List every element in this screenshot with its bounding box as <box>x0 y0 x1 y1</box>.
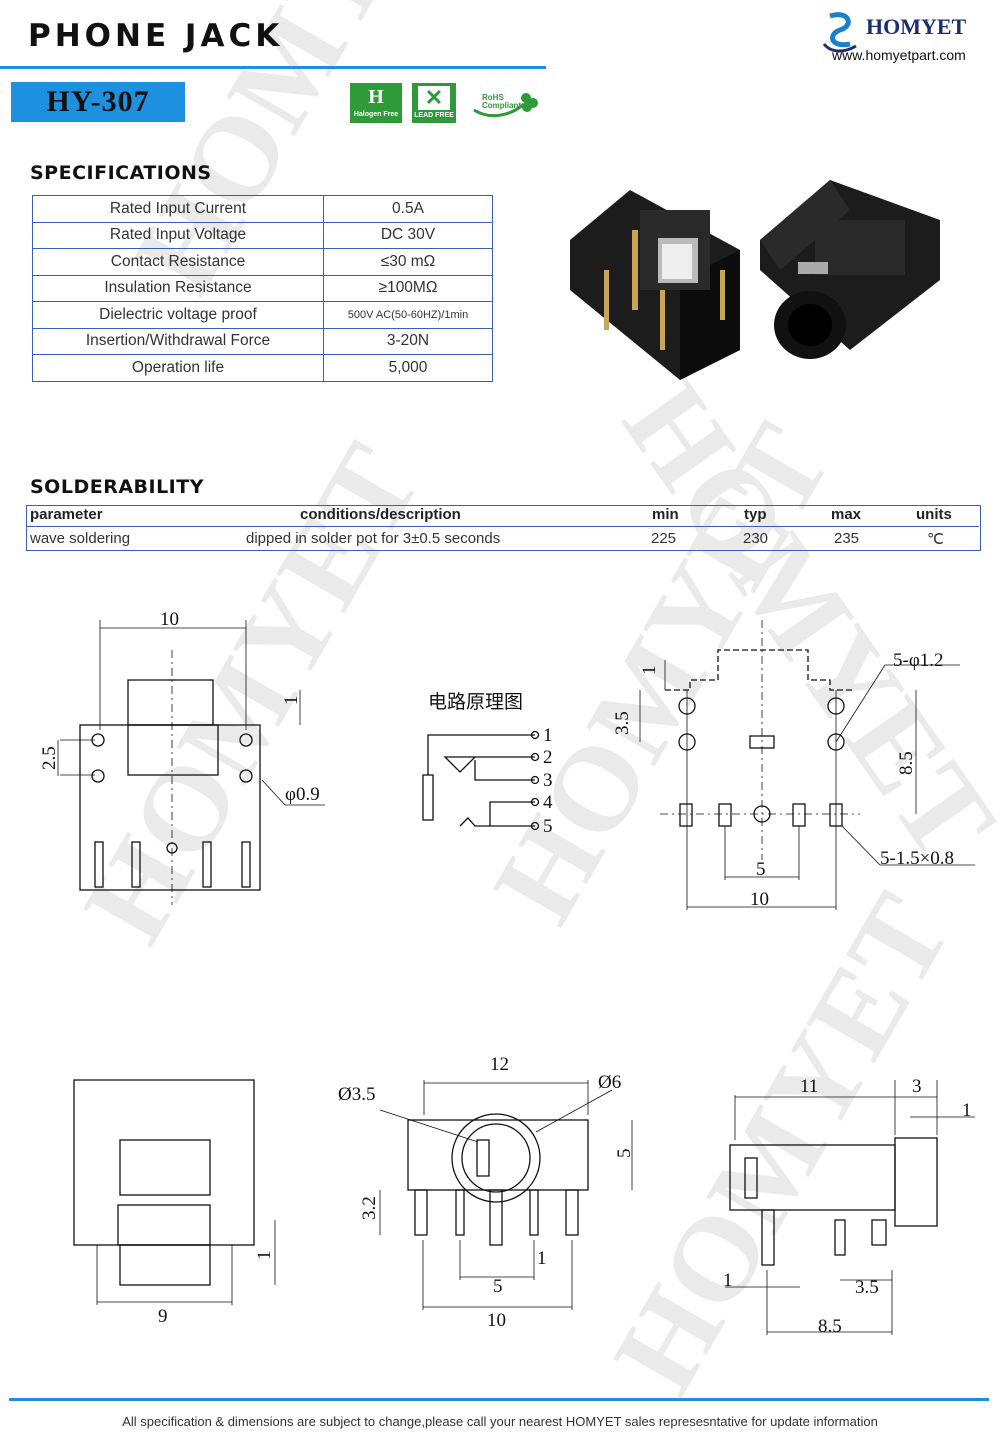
col-header: parameter <box>30 506 103 523</box>
col-header: min <box>652 506 679 523</box>
rohs-icon: RoHS Compliant <box>470 86 540 122</box>
product-photo <box>570 180 940 380</box>
solderability-heading: SOLDERABILITY <box>30 476 204 498</box>
dim-label: 1 <box>723 1270 733 1291</box>
dim-label: 1 <box>537 1248 547 1269</box>
dim-label: 5-φ1.2 <box>893 650 944 671</box>
spec-name: Rated Input Voltage <box>32 221 324 249</box>
pin-label: 2 <box>543 747 553 768</box>
dim-label: 3.2 <box>359 1196 380 1220</box>
dim-label: 3.5 <box>855 1277 879 1298</box>
table-row: Insulation Resistance≥100MΩ <box>32 274 493 302</box>
pin-label: 1 <box>543 725 553 746</box>
rohs-label: RoHS Compliant <box>482 93 522 110</box>
table-row: Contact Resistance≤30 mΩ <box>32 248 493 276</box>
page-title: PHONE JACK <box>28 18 284 54</box>
pin-label: 4 <box>543 792 553 813</box>
spec-name: Operation life <box>32 354 324 382</box>
dim-label: φ0.9 <box>285 784 320 805</box>
dim-label: 9 <box>158 1306 168 1327</box>
circuit-title: 电路原理图 <box>428 691 523 713</box>
pin-label: 3 <box>543 770 553 791</box>
dim-label: 1 <box>254 1251 275 1261</box>
footer-note: All specification & dimensions are subje… <box>122 1414 878 1429</box>
halogen-free-label: Halogen Free <box>353 111 399 118</box>
halogen-free-icon: H Halogen Free <box>350 83 402 123</box>
spec-name: Contact Resistance <box>32 248 324 276</box>
dim-label: 12 <box>490 1054 509 1075</box>
dim-label: 11 <box>800 1076 818 1097</box>
front-view-drawing <box>379 1080 633 1310</box>
pin-label: 5 <box>543 816 553 837</box>
brand-name: HOMYET <box>866 14 967 39</box>
dim-label: Ø6 <box>598 1072 621 1093</box>
dim-label: 5 <box>756 859 766 880</box>
pcb-layout-drawing <box>639 620 975 910</box>
spec-value: ≤30 mΩ <box>323 248 493 276</box>
cell-max: 235 <box>834 530 860 547</box>
cell-conditions: dipped in solder pot for 3±0.5 seconds <box>246 530 501 547</box>
solderability-header-row <box>27 506 979 527</box>
brand-url: www.homyetpart.com <box>832 47 966 63</box>
circuit-diagram <box>422 730 540 831</box>
cell-parameter: wave soldering <box>30 530 131 547</box>
col-header: units <box>916 506 952 523</box>
spec-value: 5,000 <box>323 354 493 382</box>
dim-label: 5 <box>614 1149 635 1159</box>
spec-value: 3-20N <box>323 327 493 355</box>
dim-label: 2.5 <box>39 746 60 770</box>
dim-label: 10 <box>750 889 769 910</box>
spec-name: Insulation Resistance <box>32 274 324 302</box>
col-header: typ <box>744 506 767 523</box>
spec-value: ≥100MΩ <box>323 274 493 302</box>
model-badge: HY-307 <box>11 82 185 122</box>
spec-name: Dielectric voltage proof <box>32 301 324 329</box>
spec-value: 0.5A <box>323 195 493 223</box>
dim-label: 5 <box>493 1276 503 1297</box>
dim-label: 3 <box>912 1076 922 1097</box>
spec-value: 500V AC(50-60HZ)/1min <box>323 301 493 329</box>
cell-typ: 230 <box>743 530 769 547</box>
lead-free-label: LEAD FREE <box>414 112 454 119</box>
dim-label: 10 <box>160 609 179 630</box>
top-view-drawing <box>57 620 325 905</box>
lead-free-icon: ✕ LEAD FREE <box>412 83 456 123</box>
technical-drawings: 10 2.5 1 φ0.9 电路原理图 1 2 3 4 5 1 3.5 8.5 … <box>39 609 975 1337</box>
cell-min: 225 <box>651 530 677 547</box>
dim-label: 10 <box>487 1310 506 1331</box>
col-header: max <box>831 506 862 523</box>
header-divider <box>0 66 546 69</box>
brand-logo-icon <box>822 12 857 53</box>
specifications-heading: SPECIFICATIONS <box>30 162 212 184</box>
dim-label: Ø3.5 <box>338 1084 375 1105</box>
col-header: conditions/description <box>300 506 461 523</box>
spec-name: Insertion/Withdrawal Force <box>32 327 324 355</box>
dim-label: 8.5 <box>818 1316 842 1337</box>
dim-label: 5-1.5×0.8 <box>880 848 954 869</box>
footer-divider <box>9 1398 989 1401</box>
bottom-view-drawing <box>73 1079 276 1305</box>
spec-value: DC 30V <box>323 221 493 249</box>
dim-label: 1 <box>962 1100 972 1121</box>
solderability-table <box>26 505 981 551</box>
cell-units: ℃ <box>927 531 944 548</box>
dim-label: 1 <box>281 696 302 706</box>
dim-label: 3.5 <box>612 711 633 735</box>
dim-label: 8.5 <box>896 751 917 775</box>
side-view-drawing <box>725 1080 975 1335</box>
spec-name: Rated Input Current <box>32 195 324 223</box>
dim-label: 1 <box>639 666 660 676</box>
